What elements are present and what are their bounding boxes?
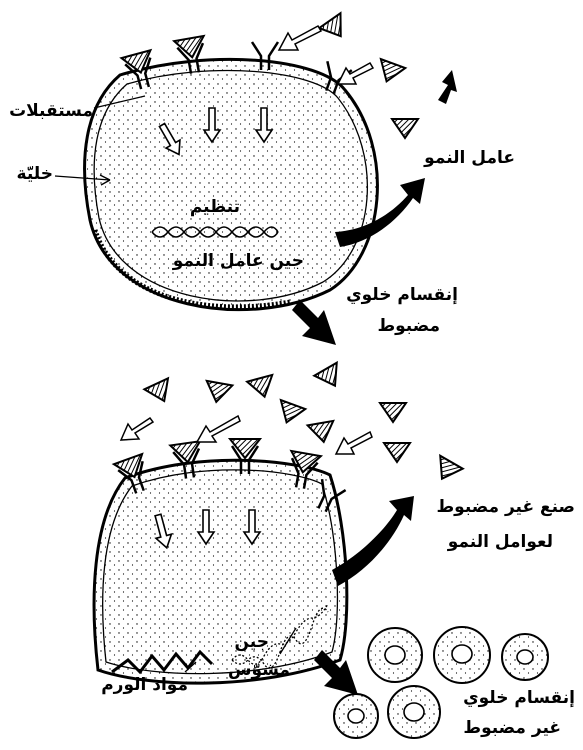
- tumor-substances-label: مواد الورم: [101, 675, 188, 695]
- mutated-gene-label-2: مشوّس: [228, 660, 290, 680]
- unregulated-production-label-1: صنع غير مضبوط: [436, 497, 575, 517]
- uncontrolled-division-label-2: غير مضبوط: [463, 718, 561, 738]
- growth-factor-label: عامل النمو: [424, 148, 515, 168]
- top-secretion-arrows: [335, 70, 457, 247]
- mutated-gene-label-1: جين: [234, 632, 270, 652]
- top-gene: [151, 226, 279, 238]
- bottom-cell: [92, 458, 349, 685]
- controlled-division-label-2: مضبوط: [377, 316, 440, 336]
- cell-label: خليّة: [16, 164, 53, 184]
- regulation-label: تنظيم: [189, 197, 240, 217]
- pointer-lines: [54, 95, 297, 673]
- unregulated-production-label-2: لعوامل النمو: [447, 532, 553, 552]
- controlled-division-label-1: إنقسام خلوي: [346, 285, 458, 305]
- top-incoming-arrows: [277, 25, 375, 85]
- growth-factor-gene-label: جين عامل النمو: [172, 251, 304, 271]
- bottom-division-arrow: [314, 650, 358, 695]
- daughter-cells: [333, 626, 549, 739]
- mutated-gene: [231, 603, 329, 669]
- top-cell: [83, 57, 379, 312]
- receptors-label: مستقبلات: [9, 101, 93, 121]
- bottom-secretion-arrow: [332, 496, 414, 586]
- uncontrolled-division-label-1: إنقسام خلوي: [463, 688, 575, 708]
- top-division-arrow: [292, 300, 336, 345]
- bottom-incoming-arrows: [119, 414, 373, 455]
- tumor-zigzag: [111, 649, 214, 675]
